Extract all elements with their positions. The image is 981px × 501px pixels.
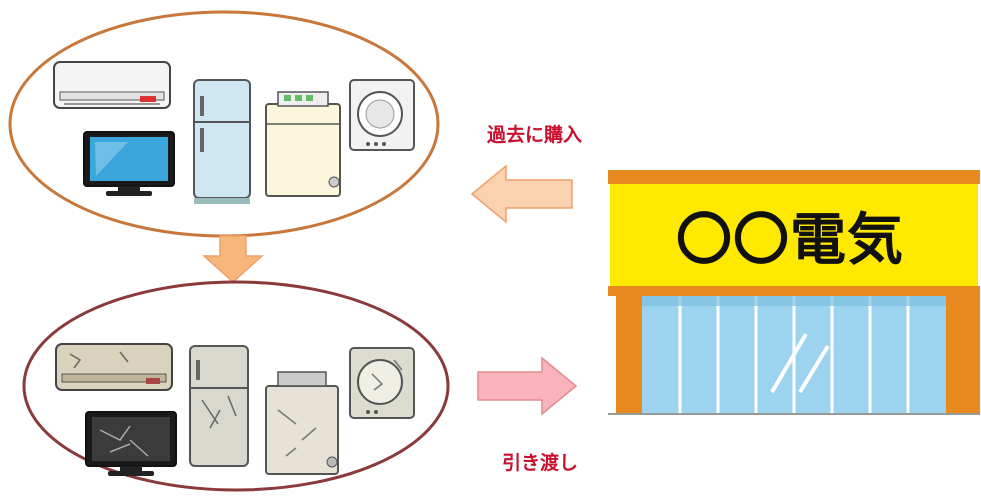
store-sign-text: 〇〇電気 xyxy=(676,207,904,273)
old-air-conditioner-icon xyxy=(55,343,173,391)
purchase-arrow xyxy=(470,164,573,224)
television-icon xyxy=(83,131,175,196)
washing-machine-icon xyxy=(265,91,341,197)
old-dryer-icon xyxy=(349,347,415,419)
handover-label: 引き渡し xyxy=(502,452,579,474)
purchase-label: 過去に購入 xyxy=(487,124,583,146)
new-appliances-group xyxy=(8,10,440,238)
old-refrigerator-icon xyxy=(189,345,249,467)
old-appliances-group xyxy=(22,280,450,492)
aging-down-arrow xyxy=(202,235,264,284)
store-sign-board xyxy=(610,184,978,286)
cracked-television-icon xyxy=(85,411,177,476)
electronics-store xyxy=(608,170,980,415)
air-conditioner-icon xyxy=(53,61,171,109)
refrigerator-icon xyxy=(193,79,251,204)
old-washing-machine-icon xyxy=(265,371,339,475)
handover-arrow xyxy=(477,356,578,416)
dryer-icon xyxy=(349,79,415,151)
